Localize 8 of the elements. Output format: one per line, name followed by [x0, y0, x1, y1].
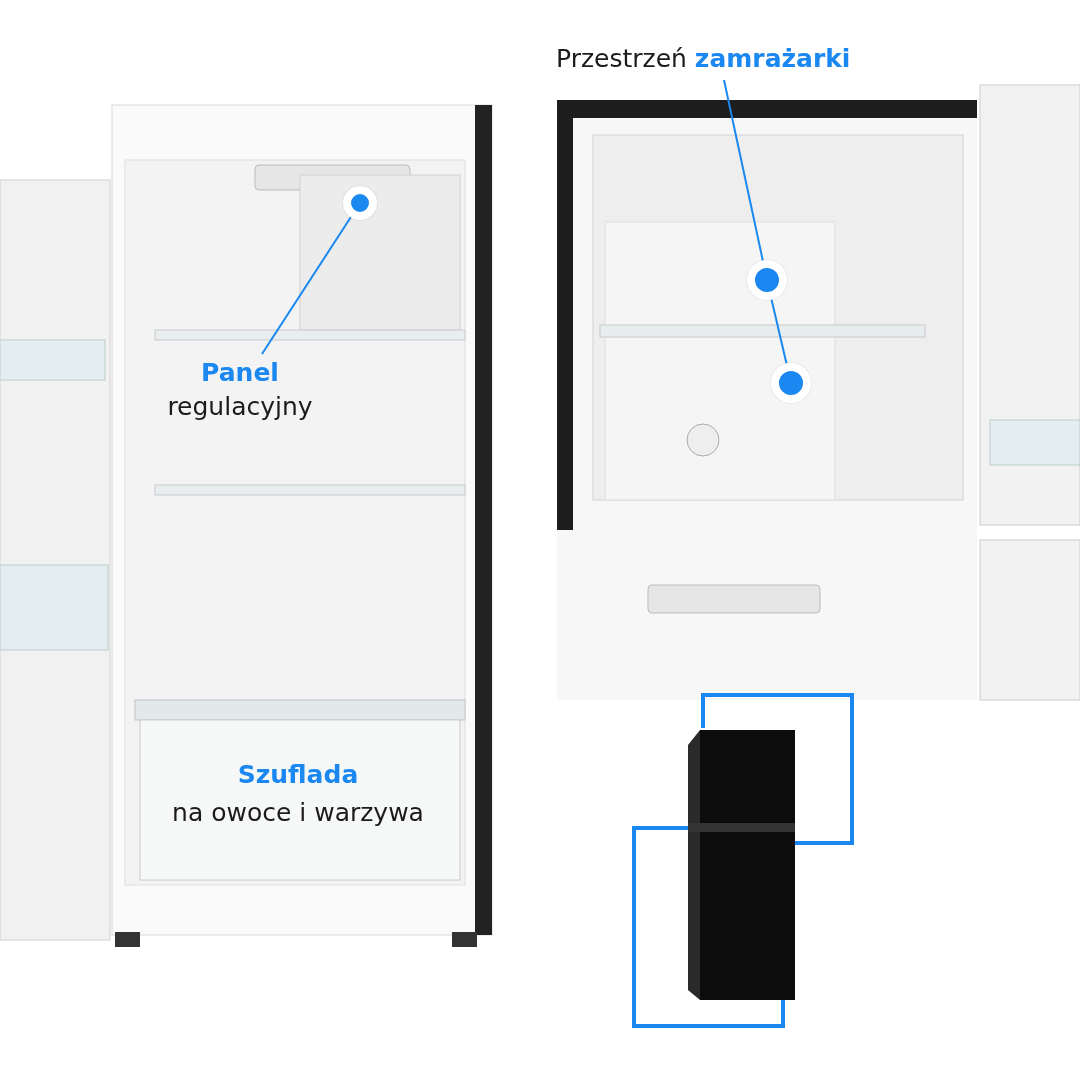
callout-text: Szuflada [237, 760, 359, 789]
leader-line [723, 79, 764, 262]
leader-line [261, 216, 352, 355]
callout-text: na owoce i warzywa [172, 798, 424, 827]
callout-text: Przestrzeń zamrażarki [556, 43, 852, 75]
callout-text: regulacyjny [166, 390, 314, 423]
callout-text: Panel [200, 357, 280, 389]
leader-line [770, 298, 788, 365]
